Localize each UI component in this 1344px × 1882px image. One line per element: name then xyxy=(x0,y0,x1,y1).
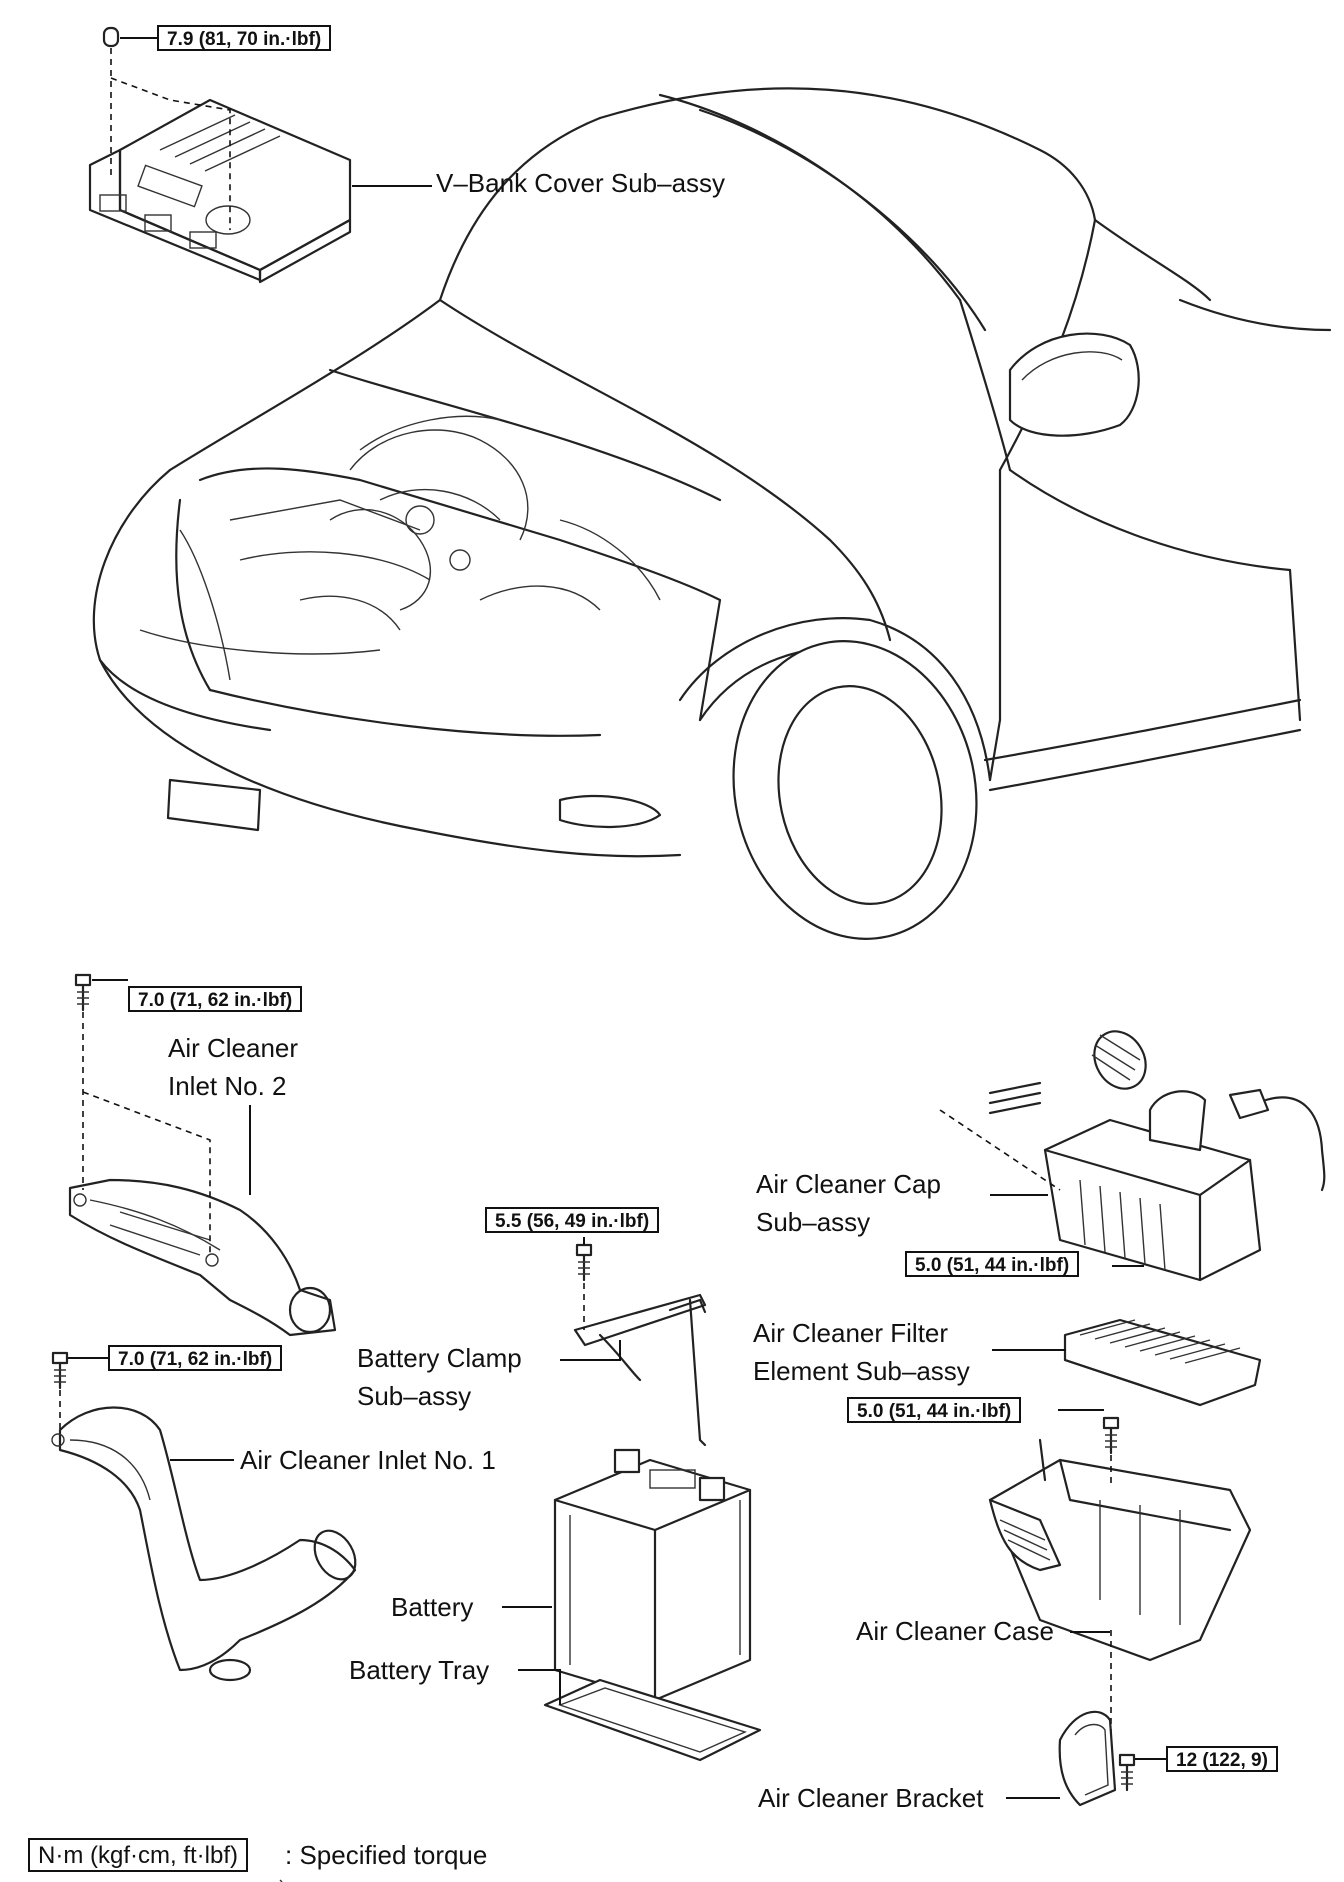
label-battery-clamp-line2: Sub–assy xyxy=(357,1381,472,1411)
label-battery-tray: Battery Tray xyxy=(349,1655,490,1685)
battery-part xyxy=(543,1448,762,1762)
label-air-cleaner-inlet-no2-line1: Air Cleaner xyxy=(168,1033,299,1063)
torque-spec-battery-clamp: 5.5 (56, 49 in.·lbf) xyxy=(485,1207,660,1233)
air-cleaner-cap-part xyxy=(988,1030,1326,1282)
torque-spec-v-bank-cover: 7.9 (81, 70 in.·lbf) xyxy=(157,25,332,51)
legend-torque-unit-box: N·m (kgf·cm, ft·lbf) xyxy=(28,1838,248,1872)
label-air-cleaner-case: Air Cleaner Case xyxy=(856,1616,1054,1646)
torque-spec-air-cleaner-case: 5.0 (51, 44 in.·lbf) xyxy=(847,1397,1022,1423)
label-air-cleaner-filter-line1: Air Cleaner Filter xyxy=(753,1318,949,1348)
torque-spec-air-cleaner-cap: 5.0 (51, 44 in.·lbf) xyxy=(905,1251,1080,1277)
label-air-cleaner-inlet-no1: Air Cleaner Inlet No. 1 xyxy=(240,1445,496,1475)
label-air-cleaner-bracket: Air Cleaner Bracket xyxy=(758,1783,984,1813)
label-air-cleaner-inlet-no2-line2: Inlet No. 2 xyxy=(168,1071,287,1101)
air-cleaner-inlet-no1-part xyxy=(51,1351,357,1682)
torque-spec-inlet-no2: 7.0 (71, 62 in.·lbf) xyxy=(128,986,303,1012)
air-cleaner-case-part xyxy=(988,1416,1252,1662)
air-cleaner-filter-part xyxy=(1063,1318,1262,1407)
v-bank-cover-part xyxy=(88,26,352,284)
air-cleaner-bracket-part xyxy=(1058,1710,1136,1807)
torque-spec-inlet-no1: 7.0 (71, 62 in.·lbf) xyxy=(108,1345,283,1371)
label-battery-clamp-line1: Battery Clamp xyxy=(357,1343,522,1373)
label-air-cleaner-cap-line1: Air Cleaner Cap xyxy=(756,1169,941,1199)
label-air-cleaner-filter-line2: Element Sub–assy xyxy=(753,1356,970,1386)
torque-spec-air-cleaner-bracket: 12 (122, 9) xyxy=(1166,1746,1278,1772)
legend-description: : Specified torque xyxy=(285,1840,488,1870)
vehicle-drawing xyxy=(92,87,1332,940)
label-air-cleaner-cap-line2: Sub–assy xyxy=(756,1207,871,1237)
label-battery: Battery xyxy=(391,1592,474,1622)
label-v-bank-cover: V–Bank Cover Sub–assy xyxy=(436,168,726,198)
battery-clamp-part xyxy=(573,1243,707,1447)
air-cleaner-inlet-no2-part xyxy=(68,973,337,1337)
